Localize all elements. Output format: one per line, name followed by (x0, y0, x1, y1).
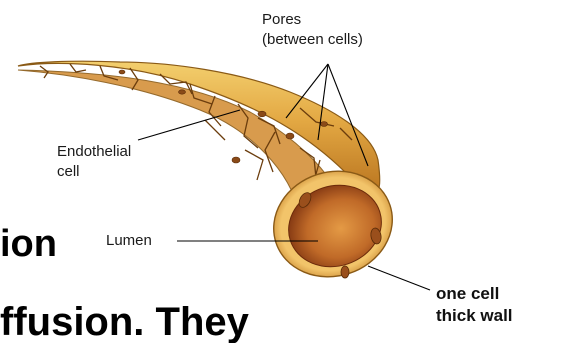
endothelial-label-line2: cell (57, 162, 80, 182)
background-text-line2: ffusion. They (0, 296, 330, 343)
background-text-line1: ion (0, 222, 110, 266)
wall-label-line1: one cell (436, 283, 499, 305)
pores-label-line1: Pores (262, 10, 301, 30)
endothelial-label-line1: Endothelial (57, 142, 131, 162)
wall-label-line2: thick wall (436, 305, 513, 327)
pores-label-line2: (between cells) (262, 30, 363, 50)
lumen-label: Lumen (106, 231, 152, 251)
